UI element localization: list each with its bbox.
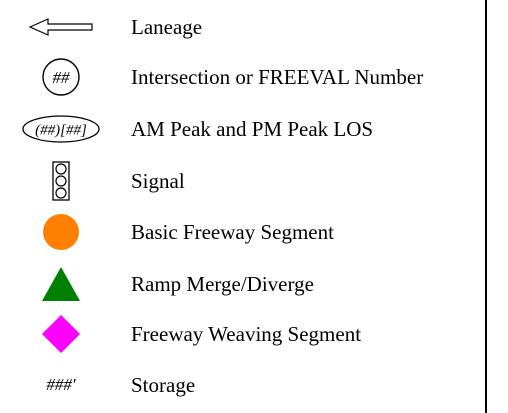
legend-label: Basic Freeway Segment (131, 220, 334, 244)
legend-label: Signal (131, 169, 185, 193)
symbol-text: (##)[##] (35, 123, 87, 139)
legend-row-los: (##)[##] AM Peak and PM Peak LOS (0, 109, 485, 149)
legend-row-weaving: Freeway Weaving Segment (0, 314, 485, 354)
circle-number-icon: ## (18, 57, 104, 97)
storage-text-icon: ###' (18, 365, 104, 405)
traffic-signal-icon (18, 161, 104, 201)
symbol-text: ## (53, 68, 71, 87)
legend-row-ramp: Ramp Merge/Diverge (0, 264, 485, 304)
orange-circle-icon (18, 212, 104, 252)
magenta-diamond-icon (18, 314, 104, 354)
legend-label: Intersection or FREEVAL Number (131, 65, 424, 89)
legend-label: Laneage (131, 15, 203, 39)
symbol-text: ###' (46, 375, 76, 394)
legend-row-laneage: Laneage (0, 7, 485, 47)
legend-row-intersection: ## Intersection or FREEVAL Number (0, 57, 485, 97)
legend-right-border (485, 0, 487, 413)
green-triangle-icon (18, 264, 104, 304)
legend-label: Ramp Merge/Diverge (131, 272, 314, 296)
legend-label: Storage (131, 373, 196, 397)
legend-label: Freeway Weaving Segment (131, 322, 362, 346)
legend-row-storage: ###' Storage (0, 365, 485, 405)
legend-label: AM Peak and PM Peak LOS (131, 117, 374, 141)
ellipse-los-icon: (##)[##] (18, 109, 104, 149)
legend-row-basic-freeway: Basic Freeway Segment (0, 212, 485, 252)
legend-row-signal: Signal (0, 161, 485, 201)
left-arrow-icon (18, 7, 104, 47)
